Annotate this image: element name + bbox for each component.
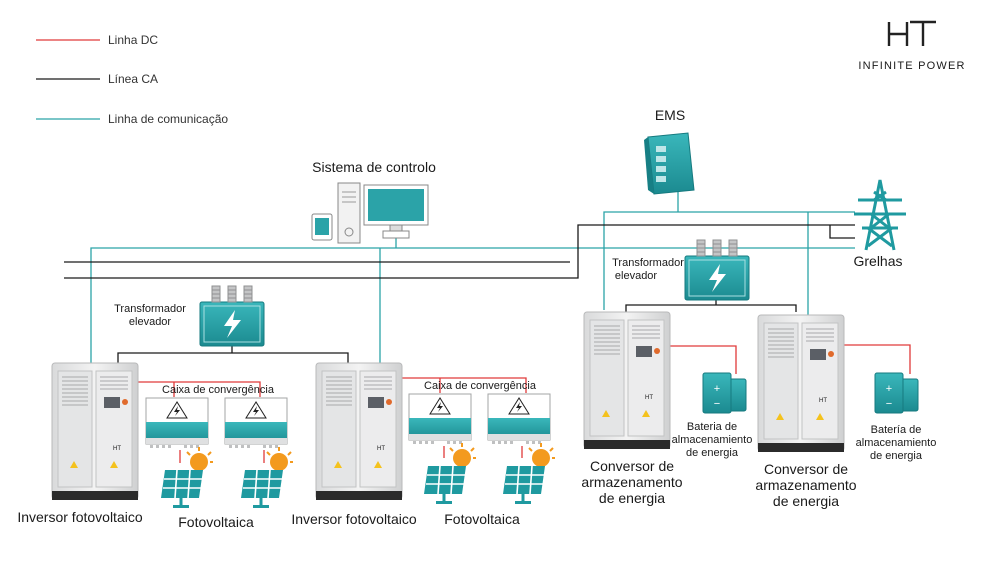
computer-icon <box>311 182 429 244</box>
dc-lines <box>137 344 911 463</box>
cabinet-brand: HT <box>819 398 827 404</box>
battery-2-label-line3: de energia <box>870 450 923 462</box>
battery-1-label-line1: Bateria de <box>687 421 737 433</box>
lightning-bolt-icon <box>199 285 265 347</box>
pv-inverter-2: HT Inversor fotovoltaico <box>291 362 417 527</box>
combiner-box-1-label: Caixa de convergência <box>162 384 275 396</box>
legend-item-dc: Linha DC <box>36 33 158 47</box>
storage-converter-2-label-line2: armazenamento <box>755 477 856 493</box>
battery-1-label-line3: de energia <box>686 447 739 459</box>
server-rack-icon <box>644 132 695 195</box>
storage-converter-2-label-line1: Conversor de <box>764 461 848 477</box>
grid: Grelhas <box>853 179 906 269</box>
combiner-group-2: Caixa de convergência Fotovoltaica <box>408 380 557 527</box>
battery-1: + − Bateria de almacenamiento de energia <box>672 372 753 459</box>
ems: EMS <box>644 107 695 195</box>
storage-converter-1-label-line3: de energia <box>599 490 665 506</box>
pv-2-label: Fotovoltaica <box>444 511 520 527</box>
storage-converter-1: HT Conversor de armazenamento de energia <box>581 311 683 506</box>
battery-plus: + <box>886 383 892 395</box>
cabinet-brand: HT <box>377 446 385 452</box>
legend-item-comm: Linha de comunicação <box>36 112 228 126</box>
combiner-box-icon <box>487 393 551 445</box>
inverter-cabinet-icon <box>51 362 139 501</box>
pv-inverter-2-label: Inversor fotovoltaico <box>291 511 416 527</box>
solar-panel-icon <box>501 441 557 506</box>
storage-converter-2-label-line3: de energia <box>773 493 839 509</box>
transformer-left: Transformador elevador <box>114 285 265 347</box>
transformer-left-label-line1: Transformador <box>114 303 186 315</box>
inverter-cabinet-icon <box>315 362 403 501</box>
solar-panel-icon <box>239 445 295 510</box>
combiner-box-2-label: Caixa de convergência <box>424 380 537 392</box>
storage-cabinet-icon <box>757 314 845 453</box>
ems-label: EMS <box>655 107 685 123</box>
ht-logo-icon <box>887 20 936 46</box>
storage-converter-1-label-line2: armazenamento <box>581 474 682 490</box>
solar-panel-icon <box>159 445 215 510</box>
cabinet-brand: HT <box>113 446 121 452</box>
storage-cabinet-icon <box>583 311 671 450</box>
pv-1-label: Fotovoltaica <box>178 514 254 530</box>
transmission-tower-icon <box>854 179 906 251</box>
battery-plus: + <box>714 383 720 395</box>
battery-1-label-line2: almacenamiento <box>672 434 753 446</box>
grid-label: Grelhas <box>853 253 902 269</box>
combiner-box-icon <box>145 397 209 449</box>
brand-tagline: INFINITE POWER <box>858 60 965 72</box>
pv-inverter-1-label: Inversor fotovoltaico <box>17 509 142 525</box>
combiner-group-1: Caixa de convergência Fotovoltaica <box>145 384 295 530</box>
solar-panel-icon <box>422 441 478 506</box>
communication-lines <box>90 190 855 380</box>
transformer-left-label-line2: elevador <box>129 316 172 328</box>
lightning-bolt-icon <box>684 239 750 301</box>
legend-dc-label: Linha DC <box>108 33 158 47</box>
legend-ac-label: Línea CA <box>108 72 158 86</box>
battery-minus: − <box>886 398 892 410</box>
transformer-right-label-line2: elevador <box>615 270 658 282</box>
legend: Linha DC Línea CA Linha de comunicação <box>36 33 228 126</box>
storage-converter-1-label-line1: Conversor de <box>590 458 674 474</box>
battery-minus: − <box>714 398 720 410</box>
brand-logo: INFINITE POWER <box>858 20 965 72</box>
battery-icon: + − <box>874 372 919 414</box>
legend-item-ac: Línea CA <box>36 72 158 86</box>
control-system-label: Sistema de controlo <box>312 159 436 175</box>
pv-inverter-1: HT Inversor fotovoltaico <box>17 362 143 525</box>
battery-2-label-line1: Batería de <box>871 424 922 436</box>
storage-converter-2: HT Conversor de armazenamento de energia <box>755 314 857 509</box>
transformer-right: Transformador elevador <box>612 239 750 301</box>
combiner-box-icon <box>224 397 288 449</box>
battery-icon: + − <box>702 372 747 414</box>
combiner-box-icon <box>408 393 472 445</box>
battery-2: + − Batería de almacenamiento de energia <box>856 372 937 462</box>
transformer-right-label-line1: Transformador <box>612 257 684 269</box>
ac-lines <box>64 224 855 363</box>
cabinet-brand: HT <box>645 395 653 401</box>
legend-comm-label: Linha de comunicação <box>108 112 228 126</box>
control-system: Sistema de controlo <box>311 159 436 244</box>
battery-2-label-line2: almacenamiento <box>856 437 937 449</box>
